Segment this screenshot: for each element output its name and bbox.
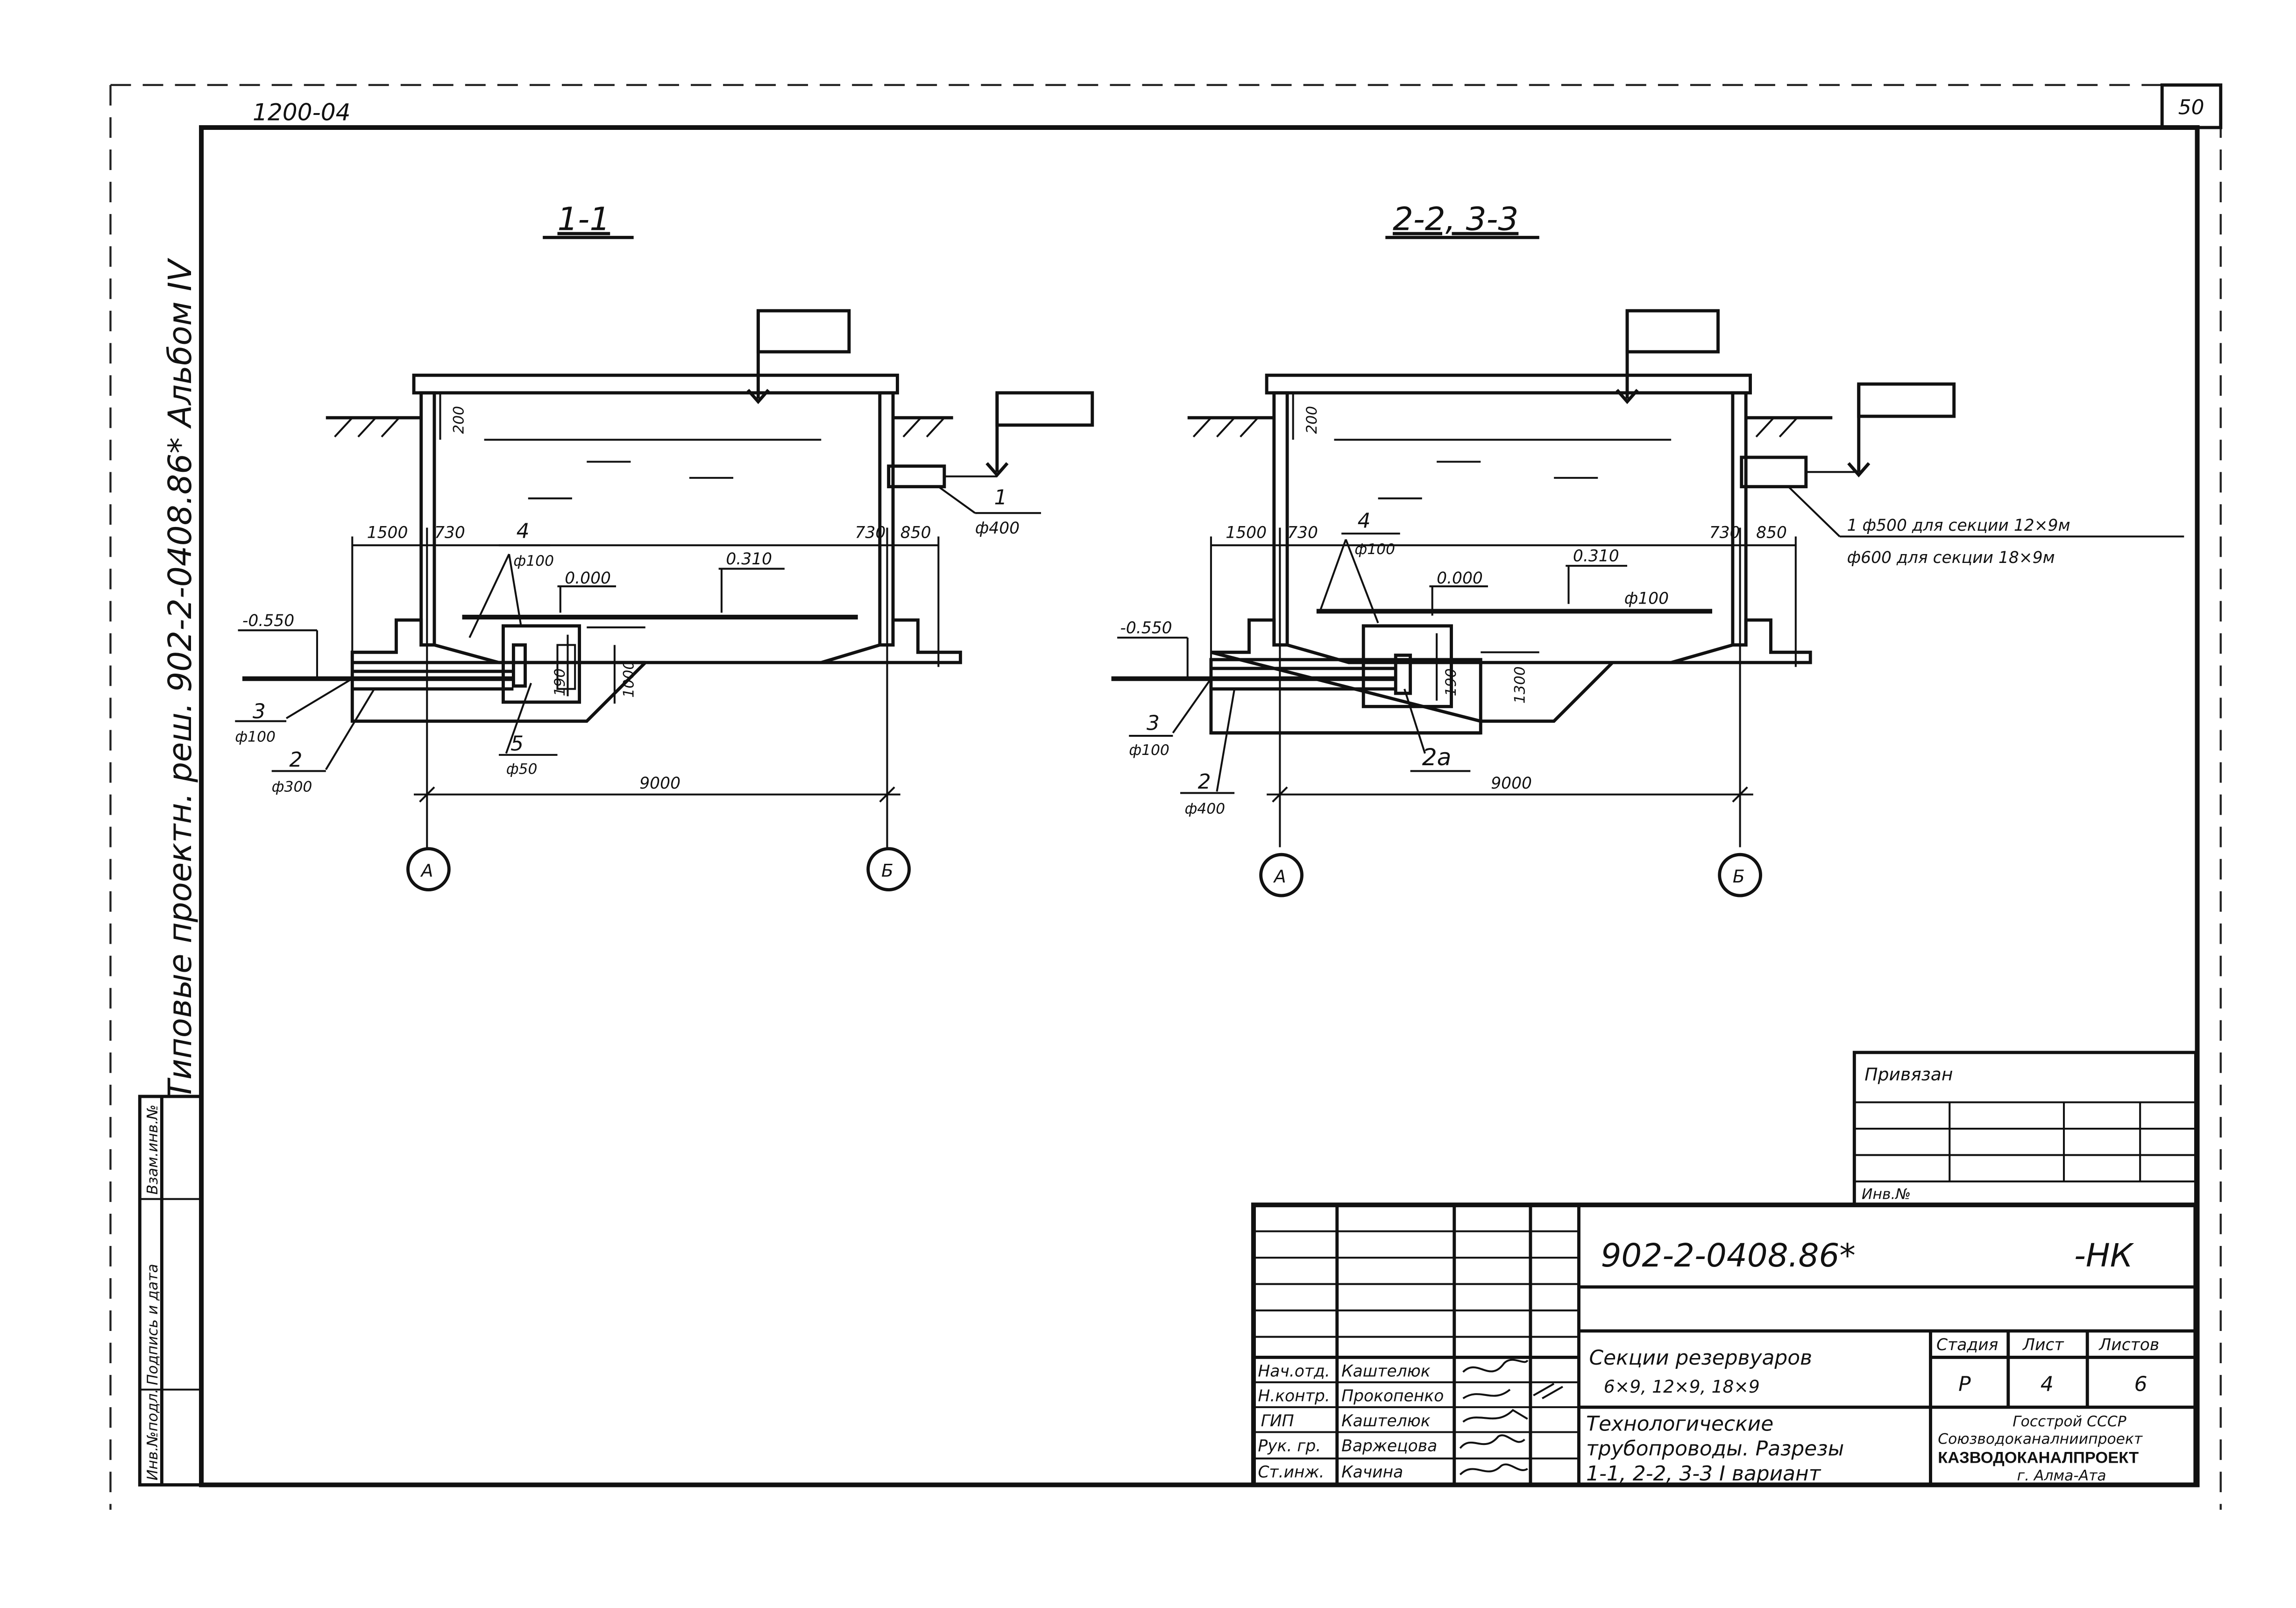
s2-callout-2a: 2а <box>1422 743 1452 771</box>
sheets-label: Листов <box>2098 1336 2159 1354</box>
privyazan-title: Привязан <box>1864 1064 1953 1084</box>
role-2: ГИП <box>1261 1412 1294 1430</box>
s2-elev-0310: 0.310 <box>1573 547 1619 566</box>
s1-axis-a: А <box>420 860 433 881</box>
section-2-2-3-3: 2-2, 3-3 200 1 ф500 для секции 12×9м ф60… <box>1111 201 2184 897</box>
s1-callout-5: 5 <box>510 732 524 755</box>
org-line3: КАЗВОДОКАНАЛПРОЕКТ <box>1938 1449 2139 1466</box>
name-0: Каштелюк <box>1341 1362 1431 1380</box>
section2-title: 2-2, 3-3 <box>1393 201 1518 238</box>
s2-callout-1-line1: 1 ф500 для секции 12×9м <box>1847 516 2070 535</box>
role-1: Н.контр. <box>1258 1387 1330 1406</box>
s2-dim-730-r: 730 <box>1709 524 1740 542</box>
s1-callout-3-dia: ф100 <box>235 729 276 746</box>
s2-axis-b: Б <box>1733 866 1745 887</box>
s2-callout-2: 2 <box>1198 770 1211 794</box>
name-1: Прокопенко <box>1341 1387 1444 1406</box>
name-2: Каштелюк <box>1341 1412 1431 1430</box>
stamp-inv-podl: Инв.№подл. <box>144 1389 161 1480</box>
s2-dim-850: 850 <box>1756 524 1787 542</box>
name-line1: Секции резервуаров <box>1589 1346 1812 1370</box>
role-4: Ст.инж. <box>1258 1463 1324 1482</box>
doc-suffix: -НК <box>2074 1237 2134 1274</box>
name-line2: 6×9, 12×9, 18×9 <box>1604 1376 1760 1397</box>
s2-dim-730-l: 730 <box>1287 524 1318 542</box>
s2-callout-2-dia: ф400 <box>1184 800 1225 817</box>
album-side-label: Типовые проектн. реш. 902-2-0408.86* Аль… <box>162 257 199 1099</box>
org-line1: Госстрой СССР <box>2013 1413 2126 1430</box>
page-number: 50 <box>2178 96 2204 120</box>
s1-dim-730-l: 730 <box>434 524 465 542</box>
s1-elev-neg0550: -0.550 <box>242 612 294 630</box>
s2-dim-1300: 1300 <box>1511 666 1528 704</box>
s1-callout-3: 3 <box>253 699 266 723</box>
sheet-value: 4 <box>2041 1373 2054 1396</box>
s2-callout-1-line2: ф600 для секции 18×9м <box>1847 548 2055 567</box>
desc-line1: Технологические <box>1586 1412 1773 1436</box>
s1-callout-2-dia: ф300 <box>272 778 312 795</box>
section-1-1: 1-1 200 1 ф400 <box>235 201 1094 892</box>
s2-dim-1500: 1500 <box>1226 524 1267 542</box>
org-line2: Союзводоканалниипроект <box>1938 1431 2143 1448</box>
stage-value: Р <box>1958 1373 1971 1396</box>
doc-code: 902-2-0408.86* <box>1601 1237 1856 1274</box>
s1-dim-1000: 1000 <box>621 661 638 698</box>
role-3: Рук. гр. <box>1258 1437 1321 1455</box>
s1-dim-9000: 9000 <box>639 774 680 793</box>
sheets-value: 6 <box>2134 1373 2147 1396</box>
s1-dim-200: 200 <box>451 406 468 434</box>
s2-pipe-100: ф100 <box>1624 590 1669 608</box>
s1-elev-0310: 0.310 <box>726 550 772 569</box>
album-text: Типовые проектн. реш. 902-2-0408.86* Аль… <box>162 257 199 1099</box>
s1-dim-730-r: 730 <box>855 524 886 542</box>
s1-callout-4-dia: ф100 <box>513 553 554 569</box>
s2-dim-200: 200 <box>1304 406 1320 434</box>
title-block: Нач.отд. Каштелюк Н.контр. Прокопенко ГИ… <box>1251 1202 2198 1487</box>
name-3: Варжецова <box>1341 1437 1437 1455</box>
stage-label: Стадия <box>1936 1336 1998 1354</box>
stamp-podpis: Подпись и дата <box>144 1264 161 1385</box>
s1-callout-1-dia: ф400 <box>975 519 1020 538</box>
s2-dim-190: 190 <box>1443 669 1460 697</box>
s2-elev-neg0550: -0.550 <box>1120 619 1172 637</box>
s2-dim-9000: 9000 <box>1491 774 1532 793</box>
role-0: Нач.отд. <box>1258 1362 1330 1380</box>
sheet-frame: 1200-04 50 <box>109 83 2223 1510</box>
privyazan-block: Привязан Инв.№ <box>1852 1051 2197 1207</box>
s2-callout-3: 3 <box>1147 712 1160 735</box>
s2-callout-4-dia: ф100 <box>1354 541 1395 558</box>
privyazan-inv: Инв.№ <box>1862 1186 1911 1203</box>
s2-elev-0000: 0.000 <box>1437 569 1483 588</box>
s2-callout-4: 4 <box>1358 509 1371 533</box>
s1-dim-850: 850 <box>900 524 931 542</box>
signatures <box>1459 1359 1563 1475</box>
s2-callout-3-dia: ф100 <box>1129 742 1169 759</box>
top-code: 1200-04 <box>253 98 351 126</box>
sheet-label: Лист <box>2022 1336 2064 1354</box>
stamp-vzam: Взам.инв.№ <box>144 1104 161 1195</box>
section1-title: 1-1 <box>558 201 610 238</box>
name-4: Качина <box>1341 1463 1403 1482</box>
s1-elev-0000: 0.000 <box>565 569 611 588</box>
s2-axis-a: А <box>1273 866 1286 887</box>
org-line4: г. Алма-Ата <box>2017 1467 2106 1484</box>
desc-line3: 1-1, 2-2, 3-3 I вариант <box>1586 1462 1821 1486</box>
left-stamp-strip: Инв.№подл. Подпись и дата Взам.инв.№ <box>138 1095 203 1487</box>
s1-callout-1: 1 <box>994 485 1007 509</box>
s1-dim-190: 190 <box>552 669 568 697</box>
desc-line2: трубопроводы. Разрезы <box>1586 1437 1844 1461</box>
s1-callout-5-dia: ф50 <box>506 761 538 778</box>
s1-callout-4: 4 <box>517 519 530 543</box>
s1-dim-1500: 1500 <box>367 524 408 542</box>
s1-axis-b: Б <box>881 860 893 881</box>
s1-callout-2: 2 <box>289 748 302 772</box>
